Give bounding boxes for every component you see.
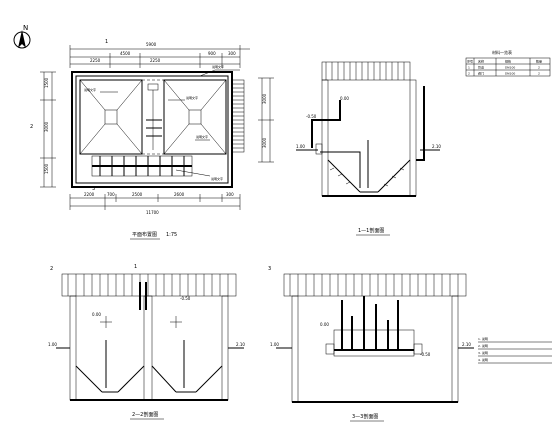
plan-caption: 平面布置图: [132, 231, 157, 238]
legend-r1c1: 1: [468, 66, 470, 70]
legend-h3: 规格: [505, 59, 511, 64]
s11-label-3: 0.00: [340, 96, 349, 101]
plan-top-dim-1: 4500: [120, 51, 131, 56]
s22-top-mark: 1: [134, 264, 137, 270]
s11-label-1: 1.00: [296, 144, 305, 149]
section-1-1: 1.00 2.10 0.00 -0.50 1—1剖面图: [296, 61, 441, 236]
section-2-2: 2 1.00 2.10 0.00 -0.50 1: [48, 264, 245, 420]
legend-title: 材料一览表: [492, 49, 512, 55]
s33-label-1: 1.00: [270, 342, 279, 347]
s11-label-2: 2.10: [432, 144, 441, 149]
plan-section-mark-3: 3: [92, 186, 95, 192]
plan-left-dim-1: 1500: [44, 77, 49, 88]
plan-bottom-dim-2: 700: [107, 192, 115, 197]
plan-scale: 1:75: [166, 232, 177, 238]
legend-h4: 数量: [536, 59, 542, 64]
s33-label-2: 2.10: [462, 342, 471, 347]
plan-bottom-dim-5: 300: [226, 192, 234, 197]
north-label: N: [23, 24, 28, 32]
s22-mark: 2: [50, 266, 53, 272]
plan-bottom-overall: 11700: [146, 210, 159, 215]
plan-note-4: 说明文字: [196, 134, 208, 139]
s33-label-4: -0.50: [420, 352, 431, 357]
legend-h2: 名称: [478, 59, 484, 64]
plan-right-dim-1: 3000: [262, 93, 267, 104]
legend-table: 材料一览表 序号 名称 规格 数量 1 管道 DN100 2 2 阀门 DN10…: [465, 49, 551, 77]
plan-bottom-dim-1: 2200: [84, 192, 95, 197]
note-line-2: 2. 说明: [478, 343, 488, 348]
s11-caption: 1—1剖面图: [358, 227, 384, 234]
legend-r1c4: 2: [538, 66, 540, 70]
plan-note-1: 说明文字: [212, 64, 224, 69]
plan-bottom-dim-4: 2600: [174, 192, 185, 197]
plan-note-5: 说明文字: [211, 176, 223, 181]
note-line-4: 4. 说明: [478, 357, 488, 362]
s33-caption: 3—3剖面图: [352, 413, 378, 420]
plan-top-dim-3: 300: [228, 51, 236, 56]
plan-section-mark-2: 2: [30, 124, 33, 130]
s22-label-4: -0.50: [180, 296, 191, 301]
legend-r1c2: 管道: [478, 65, 484, 70]
s22-label-3: 0.00: [92, 312, 101, 317]
s33-mark: 3: [268, 266, 271, 272]
plan-note-2: 说明文字: [84, 87, 96, 92]
section-3-3: 3 1.00 2.10 0.00 -0.50 3—3剖面: [268, 266, 474, 422]
note-line-1: 1. 说明: [478, 336, 488, 341]
plan-top-dim-5: 2250: [150, 58, 161, 63]
plan-left-dim-3: 1500: [44, 163, 49, 174]
s22-label-2: 2.10: [236, 342, 245, 347]
plan-section-mark: 1: [105, 39, 108, 45]
plan-note-3: 说明文字: [186, 95, 198, 100]
north-arrow: N: [13, 24, 31, 49]
plan-top-dim-2: 900: [208, 51, 216, 56]
legend-h1: 序号: [467, 59, 473, 64]
plan-view: 5900 4500 900 300 2250 2250 1: [30, 39, 274, 240]
legend-r2c3: DN100: [505, 72, 515, 76]
notes-block: 1. 说明 2. 说明 3. 说明 4. 说明: [478, 336, 552, 364]
plan-top-dim-4: 2250: [90, 58, 101, 63]
s33-label-3: 0.00: [320, 322, 329, 327]
note-line-3: 3. 说明: [478, 350, 488, 355]
plan-bottom-dim-3: 2500: [132, 192, 143, 197]
s22-caption: 2—2剖面图: [132, 411, 158, 418]
legend-r1c3: DN100: [505, 66, 515, 70]
s11-label-4: -0.50: [306, 114, 317, 119]
legend-r2c1: 2: [468, 72, 470, 76]
plan-right-dim-2: 3000: [262, 137, 267, 148]
plan-top-overall: 5900: [146, 42, 157, 47]
legend-r2c4: 2: [538, 72, 540, 76]
legend-r2c2: 阀门: [478, 71, 484, 76]
plan-left-dim-2: 3000: [44, 121, 49, 132]
s22-label-1: 1.00: [48, 342, 57, 347]
